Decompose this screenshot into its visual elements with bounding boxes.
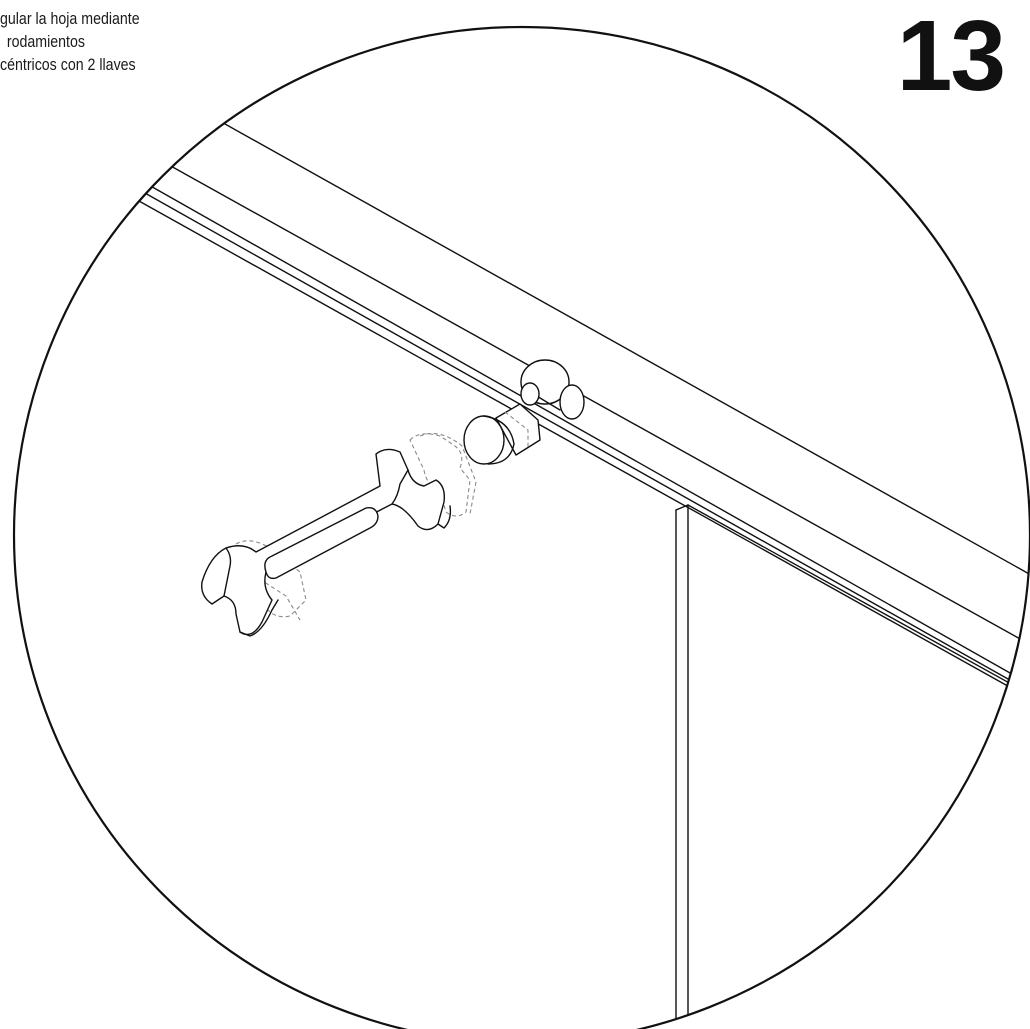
- wrench-icon: [201, 448, 452, 637]
- wrench-jaw-inner: [391, 469, 409, 505]
- wrench-handle-slot: [264, 506, 379, 580]
- instruction-line-3: céntricos con 2 llaves: [0, 56, 136, 74]
- bearing-nut: [463, 403, 541, 465]
- track-line-2: [135, 187, 1030, 698]
- door-rail-assembly: [129, 109, 1030, 1029]
- wrench-tail-thickness: [239, 599, 279, 637]
- bearing-axle-end: [520, 382, 540, 406]
- track-line-1: [139, 179, 1030, 691]
- instruction-line-1: gular la hoja mediante: [0, 10, 140, 28]
- instruction-line-2: rodamientos: [6, 33, 85, 51]
- door-leaf-top: [675, 504, 689, 511]
- ghost-wrench-head: [409, 433, 471, 517]
- bearing-cap-side: [483, 415, 515, 465]
- ghost-wrench-outline: [419, 433, 477, 515]
- door-leaf-top-edge: [687, 504, 1030, 701]
- rail-upper-edge: [159, 159, 1030, 651]
- nut-hidden-edge: [504, 411, 529, 450]
- bearing-back-wheel: [559, 384, 585, 420]
- wrench-tail-jaw-inner: [223, 547, 232, 597]
- track-line-3: [129, 195, 1030, 705]
- step-number: 13: [896, 0, 1006, 112]
- bearing-cap: [463, 415, 505, 465]
- top-rail-edge: [199, 109, 1030, 581]
- detail-circle: [13, 26, 1030, 1029]
- instruction-text: gular la hoja mediante rodamientos céntr…: [0, 8, 224, 77]
- eccentric-bearing: [520, 359, 585, 420]
- wrench-head-thickness: [437, 505, 452, 529]
